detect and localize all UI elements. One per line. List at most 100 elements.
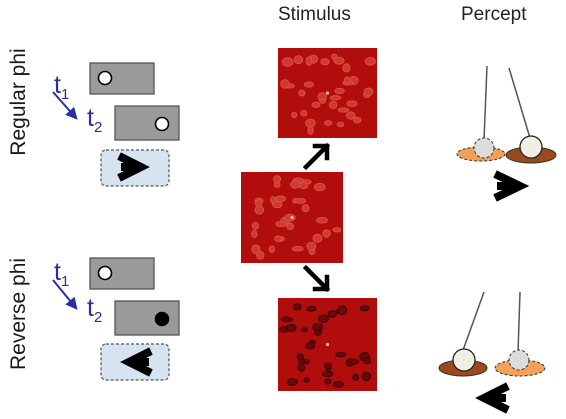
stimulus-dot <box>274 235 283 242</box>
regular-percept <box>456 65 557 202</box>
stimulus-dot <box>251 221 259 230</box>
stimulus-dot <box>346 111 356 120</box>
stimulus-dot <box>336 121 345 128</box>
reverse-pendulum-string-left <box>461 291 485 354</box>
stimulus-dot <box>305 56 313 66</box>
stimulus-dot <box>311 101 321 108</box>
stimulus-dot <box>346 100 358 107</box>
stimulus-dot <box>349 358 359 365</box>
stimulus-dot <box>305 342 316 350</box>
regular-frame-t2 <box>114 105 180 141</box>
stimulus-header: Stimulus <box>278 4 351 25</box>
stimulus-top-dots <box>280 53 376 135</box>
stimulus-dot <box>281 316 291 323</box>
regular-pendulum-string-right <box>508 67 531 139</box>
stimulus-dot <box>324 378 332 385</box>
stimulus-dot <box>342 63 351 73</box>
reverse-frames <box>52 257 180 381</box>
stimulus-dot <box>332 380 344 388</box>
stimulus-dot <box>334 87 345 95</box>
percept-header: Percept <box>461 4 527 25</box>
regular-time-arrow-icon <box>52 91 78 120</box>
right-chevron-arrow-icon <box>117 152 150 182</box>
stimulus-dot <box>317 92 328 101</box>
regular-percept-right-arrow-icon <box>493 170 530 202</box>
stimulus-panels <box>241 48 377 391</box>
left-chevron-arrow-icon <box>120 347 153 377</box>
regular-frame-t2-dot <box>154 116 170 132</box>
reverse-t1-label: t1 <box>54 258 70 290</box>
stimulus-dot <box>333 56 345 65</box>
stimulus-dot <box>329 95 342 101</box>
stimulus-dot <box>327 310 337 318</box>
stimulus-dot <box>301 204 310 213</box>
stimulus-dot <box>324 362 332 369</box>
stimulus-dot <box>291 111 298 119</box>
stimulus-dot <box>352 373 359 381</box>
regular-t1-label: t1 <box>54 71 70 103</box>
stimulus-dot <box>334 351 346 358</box>
stimulus-dot <box>353 116 362 124</box>
stimulus-dot <box>363 357 371 365</box>
stimulus-dot <box>256 250 265 260</box>
stimulus-dot <box>359 304 370 312</box>
stimulus-dot <box>286 378 298 386</box>
stimulus-dot <box>303 377 311 383</box>
stimulus-dot <box>298 89 306 97</box>
regular-t2-label: t2 <box>87 104 103 136</box>
stimulus-dot <box>281 57 294 67</box>
stimulus-dot <box>364 57 376 66</box>
stimulus-dot <box>292 303 302 311</box>
stimulus-dot <box>273 175 282 183</box>
stimulus-dot <box>307 126 314 135</box>
reverse-pendulum-string-right <box>517 291 521 354</box>
stimulus-dot <box>300 109 308 117</box>
stimulus-dot <box>312 322 324 332</box>
stimulus-dot <box>251 244 261 254</box>
stimulus-dot <box>297 362 305 372</box>
reverse-frame-t1-dot <box>97 265 113 281</box>
stimulus-dot <box>322 370 334 378</box>
regular-ball-right-icon <box>519 135 543 159</box>
stimulus-dot <box>320 58 330 66</box>
stimulus-dot <box>363 87 374 96</box>
stimulus-dot <box>313 182 326 192</box>
stimulus-dot <box>293 55 304 64</box>
stimulus-dot <box>290 180 301 189</box>
regular-pendulum-string-left <box>483 65 488 141</box>
stimulus-dot <box>332 227 342 233</box>
stimulus-dot <box>306 305 317 312</box>
fixation-point <box>325 91 330 95</box>
reverse-frame-t2-dot <box>154 311 170 327</box>
stimulus-dot <box>272 201 283 209</box>
stimulus-dot <box>254 205 265 215</box>
stimulus-dot <box>337 107 350 113</box>
reverse-percept <box>438 291 546 414</box>
stimulus-dot <box>275 220 288 227</box>
stimulus-dot <box>322 229 331 238</box>
regular-frame-t1-dot <box>97 70 113 86</box>
stimulus-dot <box>303 81 314 88</box>
stimulus-dot <box>317 314 329 323</box>
stimulus-dot <box>305 118 316 128</box>
stimulus-dot <box>306 241 317 251</box>
stimulus-dot <box>337 305 348 316</box>
reverse-percept-left-arrow-icon <box>475 382 510 414</box>
stimulus-dot <box>316 217 328 224</box>
reverse-t2-label: t2 <box>87 294 103 326</box>
stimulus-dot <box>284 213 296 222</box>
stimulus-dot <box>285 323 297 332</box>
stimulus-dot <box>300 326 308 332</box>
fixation-point <box>290 215 294 220</box>
reverse-ball-left-icon <box>452 348 476 372</box>
stimulus-dot <box>280 79 290 89</box>
reverse-time-arrow-icon <box>52 279 78 310</box>
stimulus-dot <box>312 233 323 243</box>
stimulus-dot <box>286 222 295 231</box>
fixation-point <box>325 342 330 347</box>
stimulus-dot <box>268 245 275 253</box>
stimulus-dot <box>251 229 258 239</box>
reverse-frame-t2 <box>114 300 180 336</box>
